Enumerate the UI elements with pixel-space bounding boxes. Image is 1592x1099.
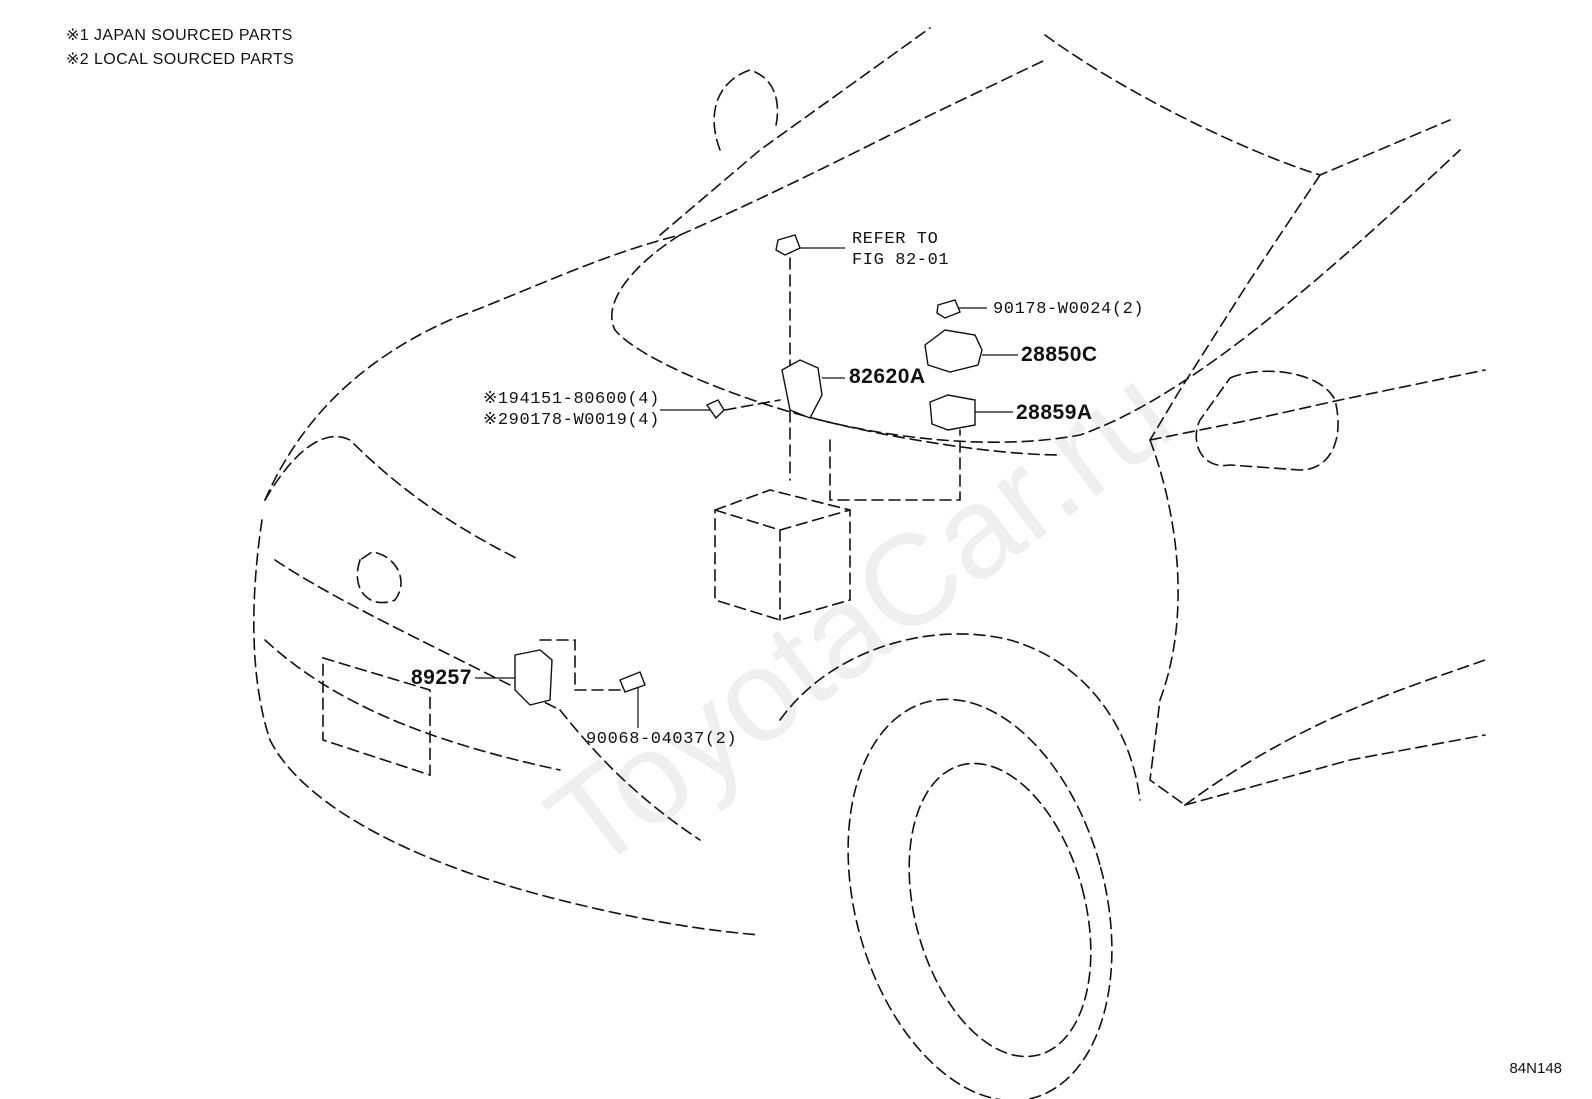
windshield-left (659, 27, 931, 236)
clip-90178-w0024-icon (936, 299, 961, 319)
door-line (1184, 659, 1486, 806)
emblem (356, 551, 402, 604)
sensor-28850c-icon (924, 329, 983, 373)
battery-box (714, 489, 851, 621)
label-90178-w0019: ※290178-W0019(4) (483, 411, 660, 430)
leader-28859a (829, 429, 961, 501)
leader-94151 (724, 399, 781, 411)
body-side (1184, 734, 1486, 806)
leader-89257 (539, 639, 626, 691)
label-refer-to: REFER TO (852, 230, 939, 249)
fender-line (1149, 439, 1186, 806)
windshield-right (1044, 34, 1451, 176)
note-local-sourced: ※2 LOCAL SOURCED PARTS (66, 51, 295, 68)
mirror (1195, 370, 1339, 471)
grille-lower (264, 639, 561, 771)
a-pillar (1149, 174, 1321, 441)
bumper-outer (253, 519, 761, 936)
clip-94151-icon (705, 399, 725, 420)
label-28859a: 28859A (1016, 401, 1093, 424)
tire-inner (908, 762, 1092, 1058)
windshield-base (819, 149, 1461, 443)
nut-icon (775, 234, 801, 256)
headlight-upper (264, 435, 521, 561)
label-fig-82-01: FIG 82-01 (852, 251, 950, 270)
cowl-bump (713, 69, 779, 151)
wheel (847, 698, 1113, 1099)
wheel-arch (779, 633, 1141, 801)
bracket-82620a-icon (781, 359, 823, 419)
label-90178-w0024: 90178-W0024(2) (993, 300, 1145, 319)
hood-rear (679, 59, 1046, 236)
label-94151-80600: ※194151-80600(4) (483, 390, 660, 409)
label-82620a: 82620A (849, 365, 926, 388)
hood-edge (264, 234, 681, 501)
label-28850c: 28850C (1021, 343, 1098, 366)
bracket-28859a-icon (929, 394, 976, 431)
sensor-89257-icon (514, 649, 553, 706)
label-89257: 89257 (411, 666, 472, 689)
bolt-90068-icon (619, 671, 646, 693)
battery-top (714, 509, 851, 531)
label-90068-04037: 90068-04037(2) (586, 730, 738, 749)
plate (322, 656, 431, 777)
bumper-vent (559, 709, 701, 841)
hood-centerline (611, 234, 1061, 456)
body-side-upper (1149, 369, 1486, 441)
figure-code: 84N148 (1509, 1060, 1562, 1077)
note-japan-sourced: ※1 JAPAN SOURCED PARTS (66, 27, 293, 44)
